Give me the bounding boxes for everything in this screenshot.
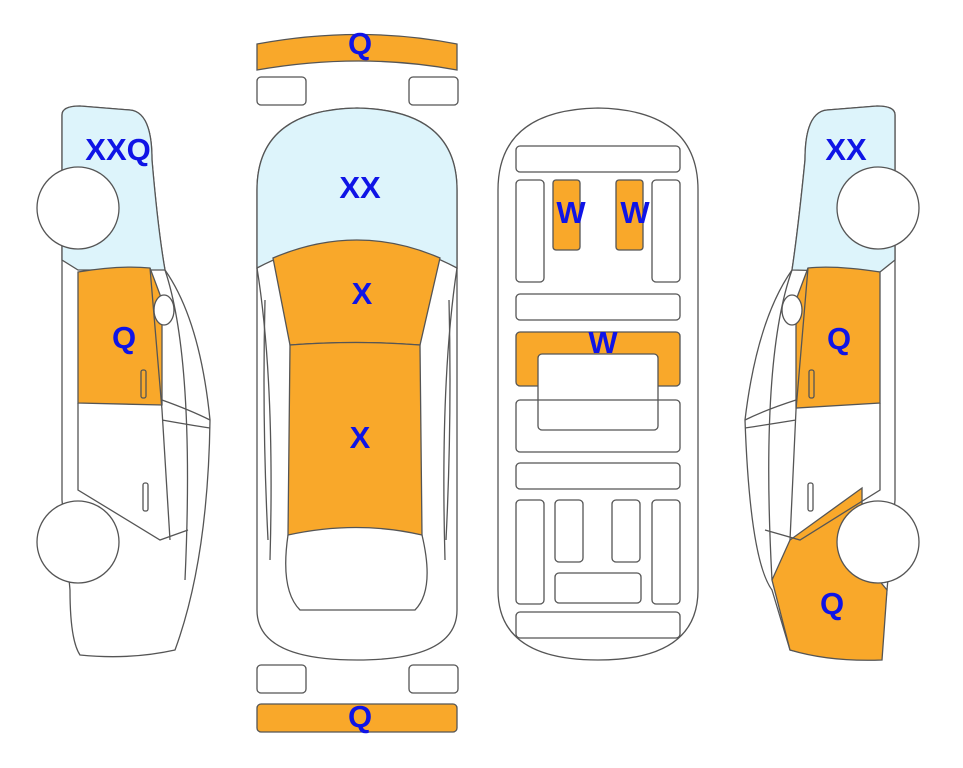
right-rear-quarter-label: Q [820,586,844,621]
rear-bumper[interactable] [256,703,458,733]
left-rear-wheel [36,500,120,584]
right-front-door[interactable] [795,266,881,409]
left-taillight [256,664,307,694]
front-bumper-label: Q [348,26,372,61]
front-bumper[interactable] [256,33,458,71]
hood-label: XX [339,170,381,205]
left-front-door-label: Q [112,320,136,355]
roof-rear-label: X [350,420,371,455]
interior-seat-right-label: W [620,195,650,230]
right-front-fender-label: XX [825,132,867,167]
interior-seat-left[interactable] [552,179,581,251]
left-front-fender-label: XXQ [85,132,150,167]
right-taillight [408,664,459,694]
left-front-wheel [36,166,120,250]
right-front-wheel [836,166,920,250]
right-side-view: XX Q Q [744,105,920,661]
rear-bumper-label: Q [348,699,372,734]
right-headlight [408,76,459,106]
roof-front-label: X [352,276,373,311]
right-rear-wheel [836,500,920,584]
left-side-view: XXQ Q [36,105,211,658]
right-front-door-label: Q [827,321,851,356]
left-headlight [256,76,307,106]
interior-center-label: W [588,325,618,360]
interior-view: W W W [497,107,699,661]
interior-seat-left-label: W [556,195,586,230]
top-view: Q XX X X Q [256,26,459,734]
interior-seat-right[interactable] [615,179,644,251]
